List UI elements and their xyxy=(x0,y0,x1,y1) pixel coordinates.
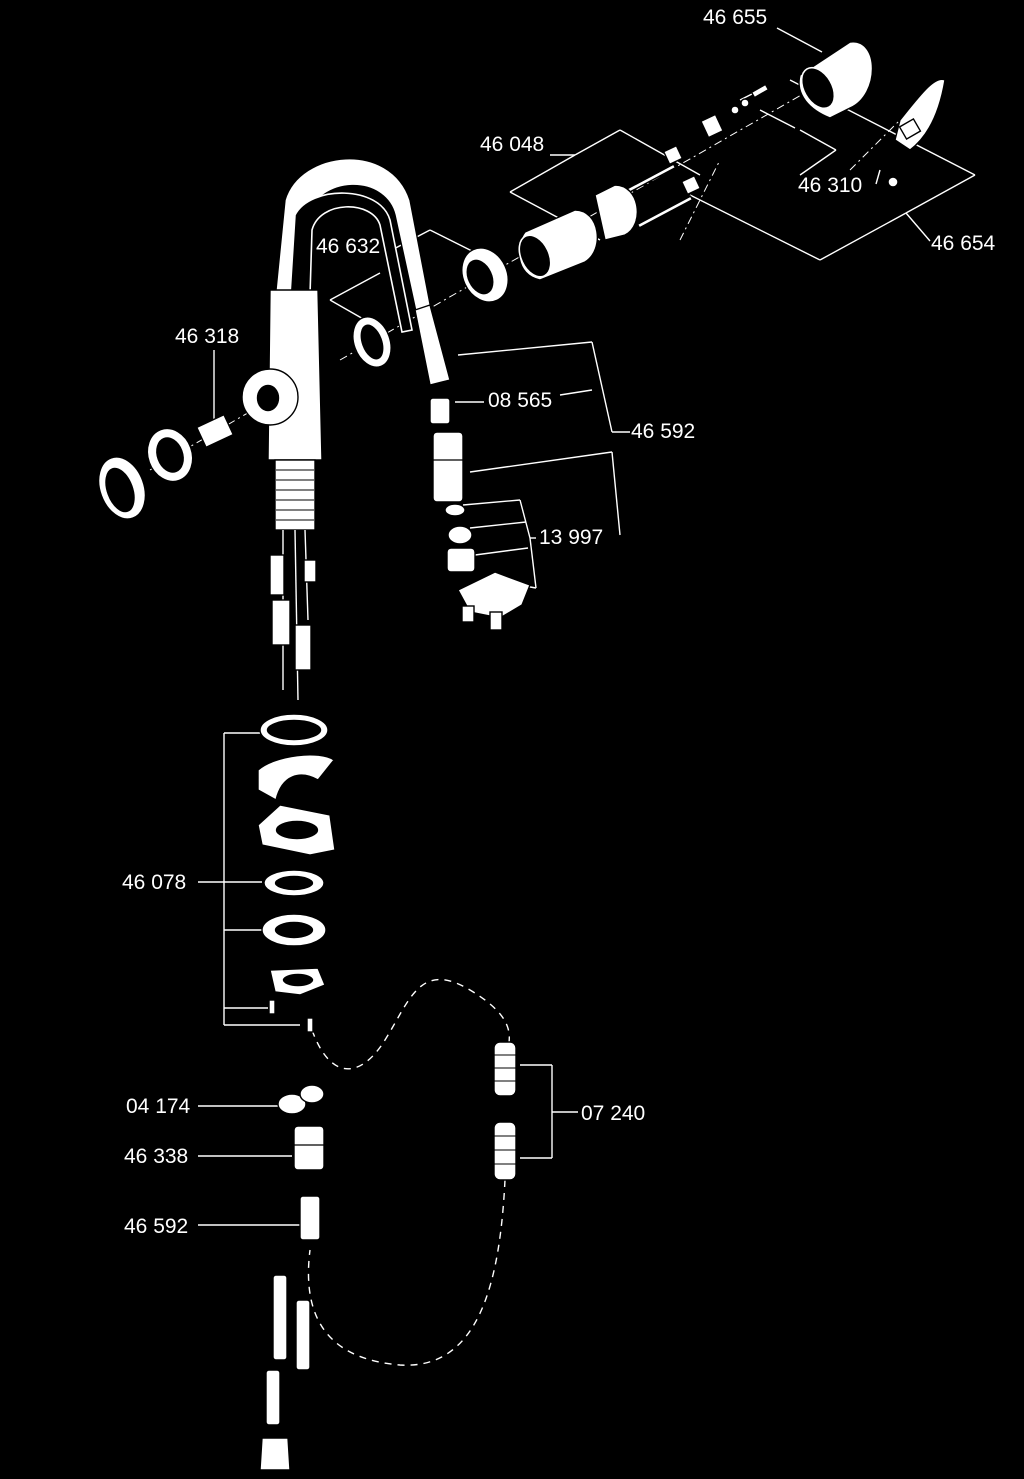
part-spray-hose-end xyxy=(414,304,451,386)
label-46048: 46 048 xyxy=(480,133,544,156)
part-46338 xyxy=(293,1125,325,1171)
label-08565: 08 565 xyxy=(488,389,552,412)
leader-lines xyxy=(198,27,976,1226)
label-46632: 46 632 xyxy=(316,235,380,258)
part-46592-bottom xyxy=(299,1195,321,1241)
part-04174 xyxy=(277,1084,325,1115)
part-small-screws xyxy=(662,83,899,196)
part-46048-cartridge xyxy=(518,163,694,281)
label-46338: 46 338 xyxy=(124,1145,188,1168)
part-46592-top-body xyxy=(432,431,464,503)
label-46592-bottom: 46 592 xyxy=(124,1215,188,1238)
label-46318: 46 318 xyxy=(175,325,239,348)
part-spray-head xyxy=(457,571,531,631)
part-46655-cap xyxy=(798,41,874,119)
label-13997: 13 997 xyxy=(539,526,603,549)
label-04174: 04 174 xyxy=(126,1095,191,1118)
part-lever-handle xyxy=(894,78,946,151)
label-46654: 46 654 xyxy=(931,232,996,255)
hose-path-lower xyxy=(307,1179,506,1366)
part-08565 xyxy=(429,397,451,425)
hose-path-upper xyxy=(311,978,511,1070)
part-13997-small xyxy=(444,503,476,573)
label-46655: 46 655 xyxy=(703,6,767,29)
part-07240-weights xyxy=(493,1041,517,1181)
label-46592-top: 46 592 xyxy=(631,420,695,443)
part-46078-mount-set xyxy=(257,713,336,1033)
part-handle-cap xyxy=(97,456,147,520)
faucet-body xyxy=(241,157,436,701)
label-46310: 46 310 xyxy=(798,174,862,197)
label-46078: 46 078 xyxy=(122,871,186,894)
part-46632-nut xyxy=(461,247,509,303)
part-supply-hoses xyxy=(259,1274,311,1471)
label-07240: 07 240 xyxy=(581,1102,645,1125)
part-46318-valve xyxy=(146,413,235,483)
part-oring-spout xyxy=(352,316,392,368)
